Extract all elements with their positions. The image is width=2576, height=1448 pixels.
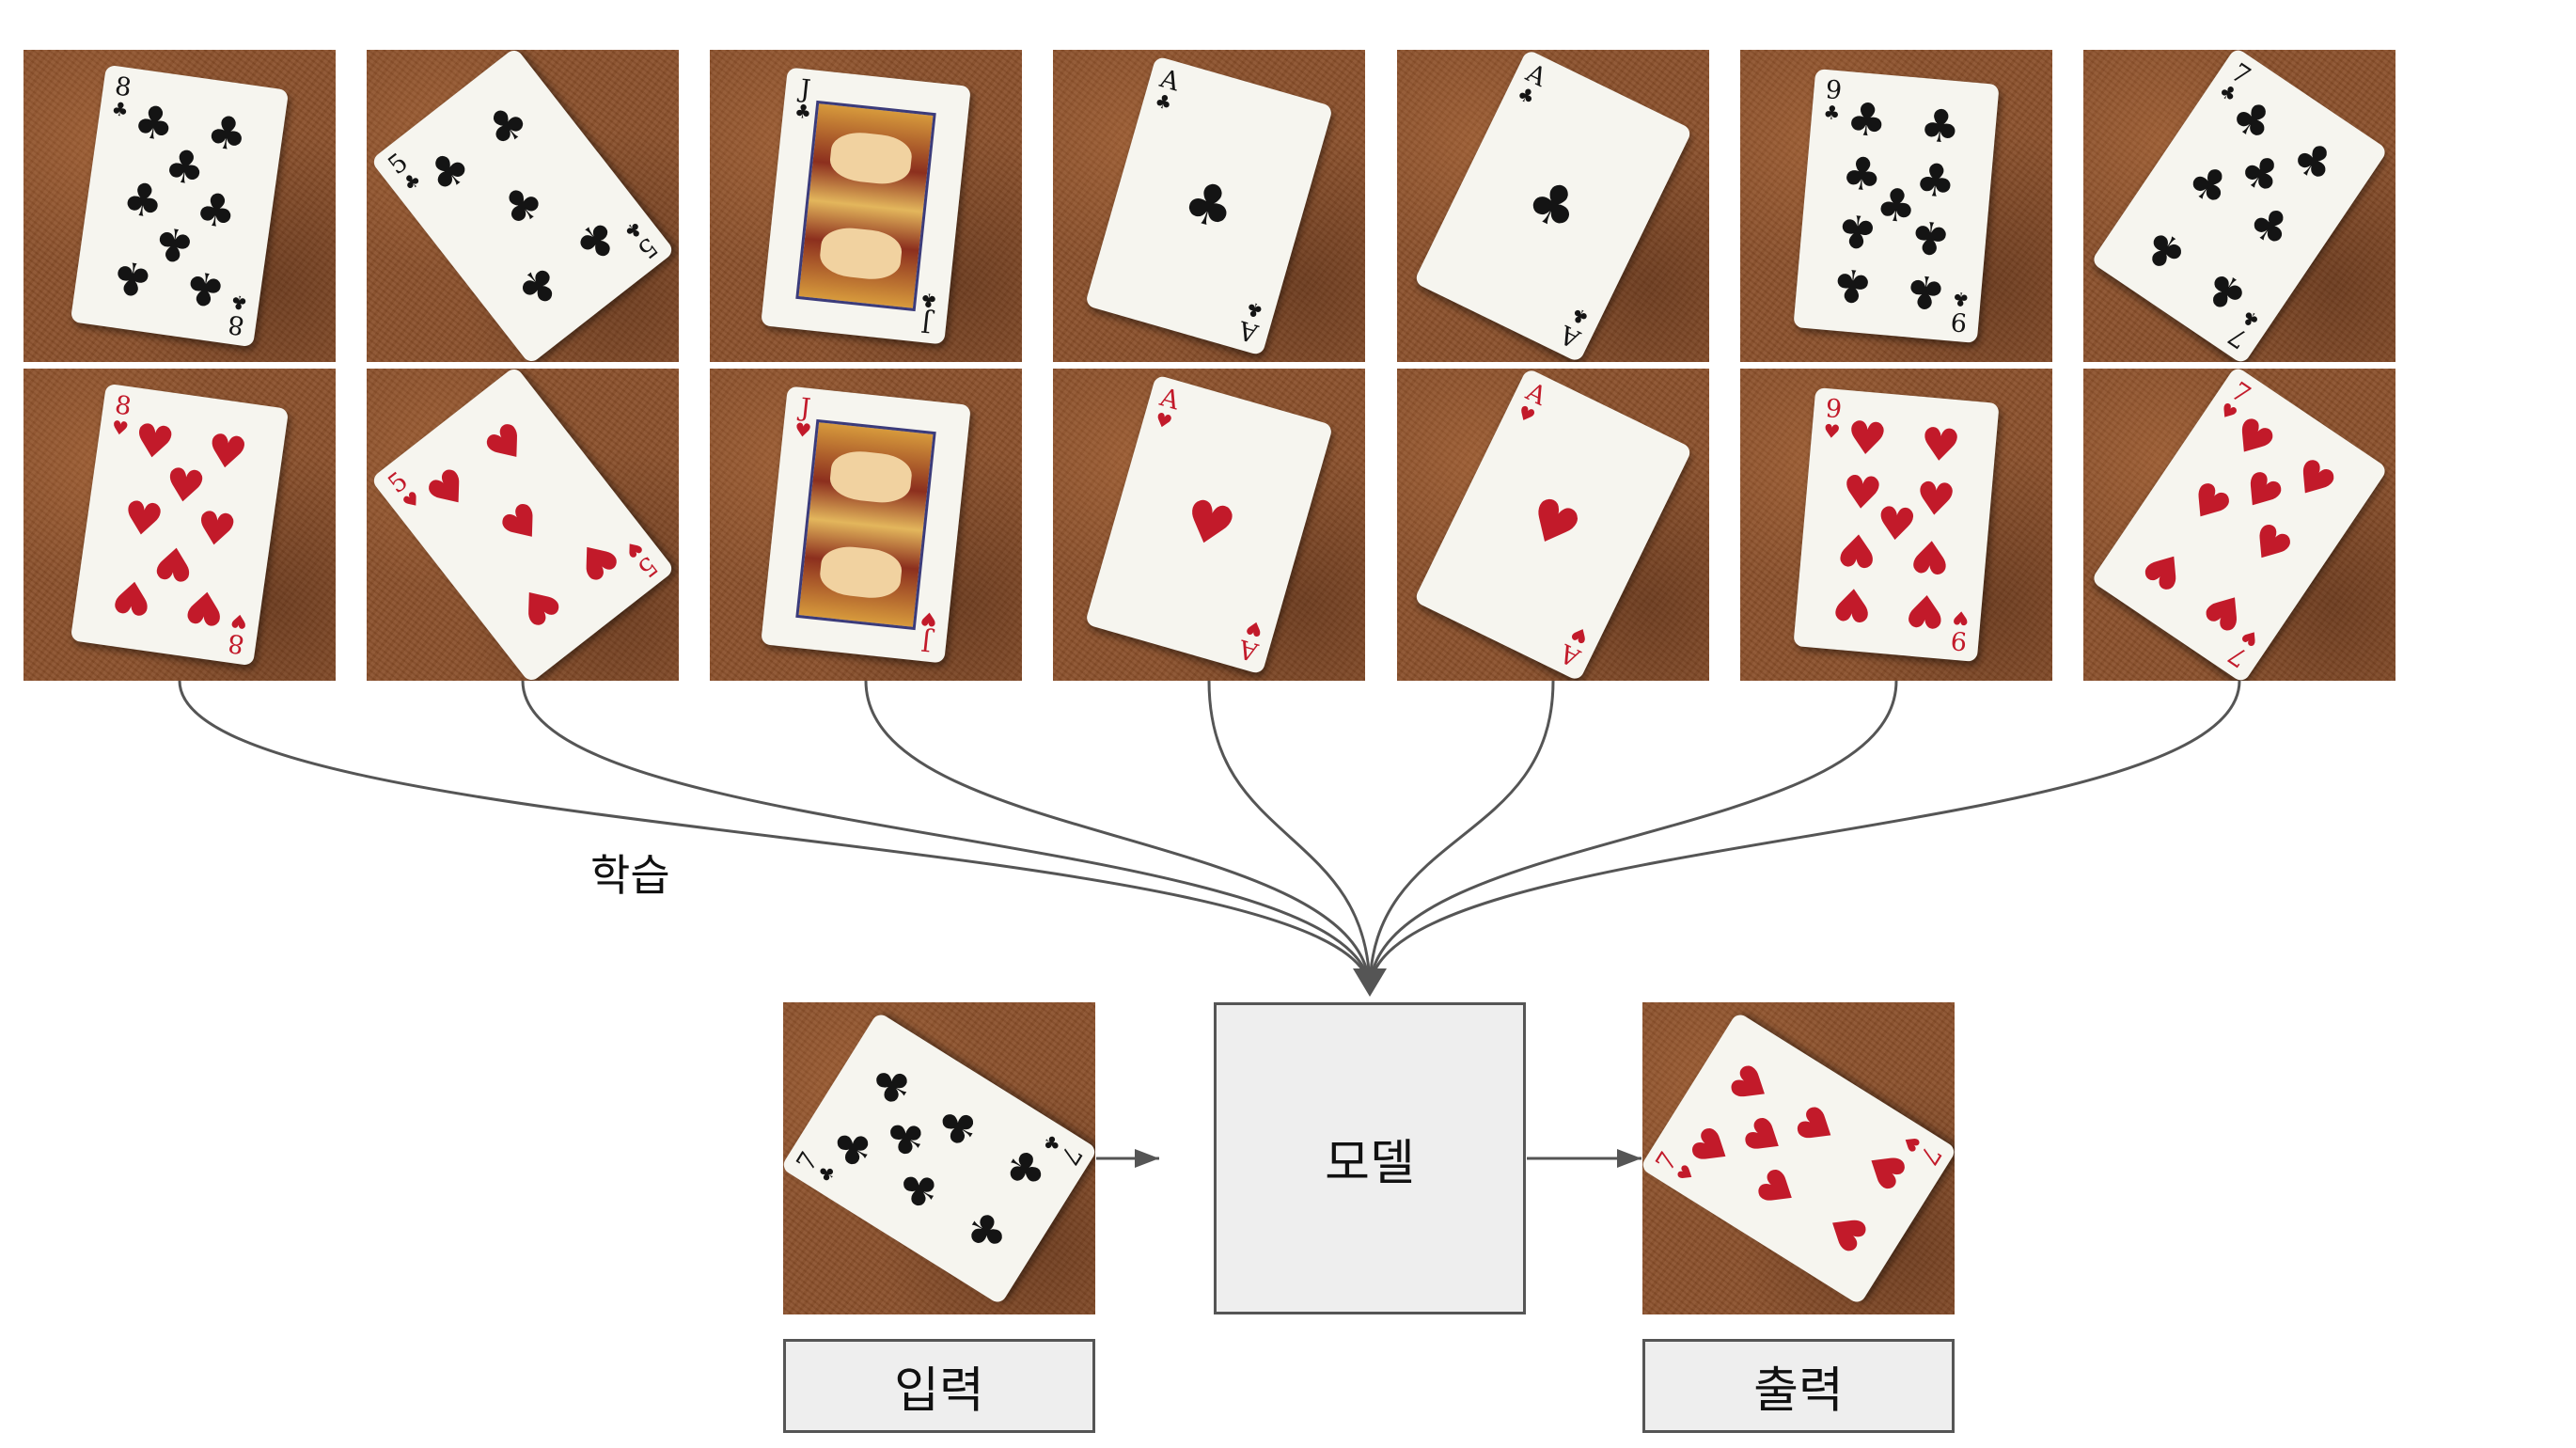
learning-connector-line xyxy=(1368,680,1898,992)
bottom-input-label-text: 입력 xyxy=(894,1362,984,1420)
input-card-image: 5♣5♣♣♣♣♣♣ xyxy=(367,50,679,362)
model-arrowhead-icon xyxy=(1353,968,1387,997)
input-card-image: A♣A♣♣ xyxy=(1397,50,1709,362)
learning-label: 학습 xyxy=(590,850,670,901)
club-icon: ♣ xyxy=(887,1158,953,1221)
heart-icon: ♥ xyxy=(1732,1106,1799,1170)
input-card-image: 8♣8♣♣♣♣♣♣♣♣♣ xyxy=(24,50,336,362)
learning-connector-line xyxy=(178,680,1372,992)
input-card-image: 7♣7♣♣♣♣♣♣♣♣ xyxy=(2083,50,2395,362)
output-card-image: 5♥5♥♥♥♥♥♥ xyxy=(367,369,679,681)
learning-connector-line xyxy=(1368,680,2241,992)
learning-connector-line xyxy=(1368,680,1555,992)
model-label: 모델 xyxy=(1325,1135,1415,1192)
club-icon: ♣ xyxy=(872,1106,940,1170)
club-icon: ♣ xyxy=(925,1095,992,1158)
heart-icon: ♥ xyxy=(1784,1095,1851,1158)
output-card-image: 7♥7♥♥♥♥♥♥♥♥ xyxy=(2083,369,2395,681)
input-card-image: 9♣9♣♣♣♣♣♣♣♣♣♣ xyxy=(1740,50,2052,362)
input-card-image: A♣A♣♣ xyxy=(1053,50,1365,362)
bottom-output-label-text: 출력 xyxy=(1753,1362,1844,1420)
playing-card: 7♥7♥♥♥♥♥♥♥♥ xyxy=(1642,1011,1955,1306)
heart-icon: ♥ xyxy=(1812,1200,1878,1263)
arrowhead-icon xyxy=(1617,1149,1641,1168)
output-card-image: J♥J♥ xyxy=(710,369,1022,681)
test-input-card-image: 7♣7♣♣♣♣♣♣♣♣ xyxy=(783,1002,1095,1314)
test-output-card-image: 7♥7♥♥♥♥♥♥♥♥ xyxy=(1642,1002,1955,1314)
learning-connector-line xyxy=(521,680,1372,992)
playing-card: 7♣7♣♣♣♣♣♣♣♣ xyxy=(783,1011,1095,1306)
learning-connector-line xyxy=(864,680,1372,992)
input-card-image: J♣J♣ xyxy=(710,50,1022,362)
output-card-image: 9♥9♥♥♥♥♥♥♥♥♥♥ xyxy=(1740,369,2052,681)
learning-connector-line xyxy=(1207,680,1372,992)
output-card-image: A♥A♥♥ xyxy=(1053,369,1365,681)
bottom-output-label: 출력 xyxy=(1642,1339,1955,1433)
heart-icon: ♥ xyxy=(1719,1054,1785,1117)
output-card-image: A♥A♥♥ xyxy=(1397,369,1709,681)
arrowhead-icon xyxy=(1135,1149,1159,1168)
club-icon: ♣ xyxy=(952,1200,1019,1263)
model-box: 모델 xyxy=(1214,1002,1526,1314)
heart-icon: ♥ xyxy=(1746,1158,1813,1221)
output-card-image: 8♥8♥♥♥♥♥♥♥♥♥ xyxy=(24,369,336,681)
bottom-input-label: 입력 xyxy=(783,1339,1095,1433)
club-icon: ♣ xyxy=(859,1054,926,1117)
